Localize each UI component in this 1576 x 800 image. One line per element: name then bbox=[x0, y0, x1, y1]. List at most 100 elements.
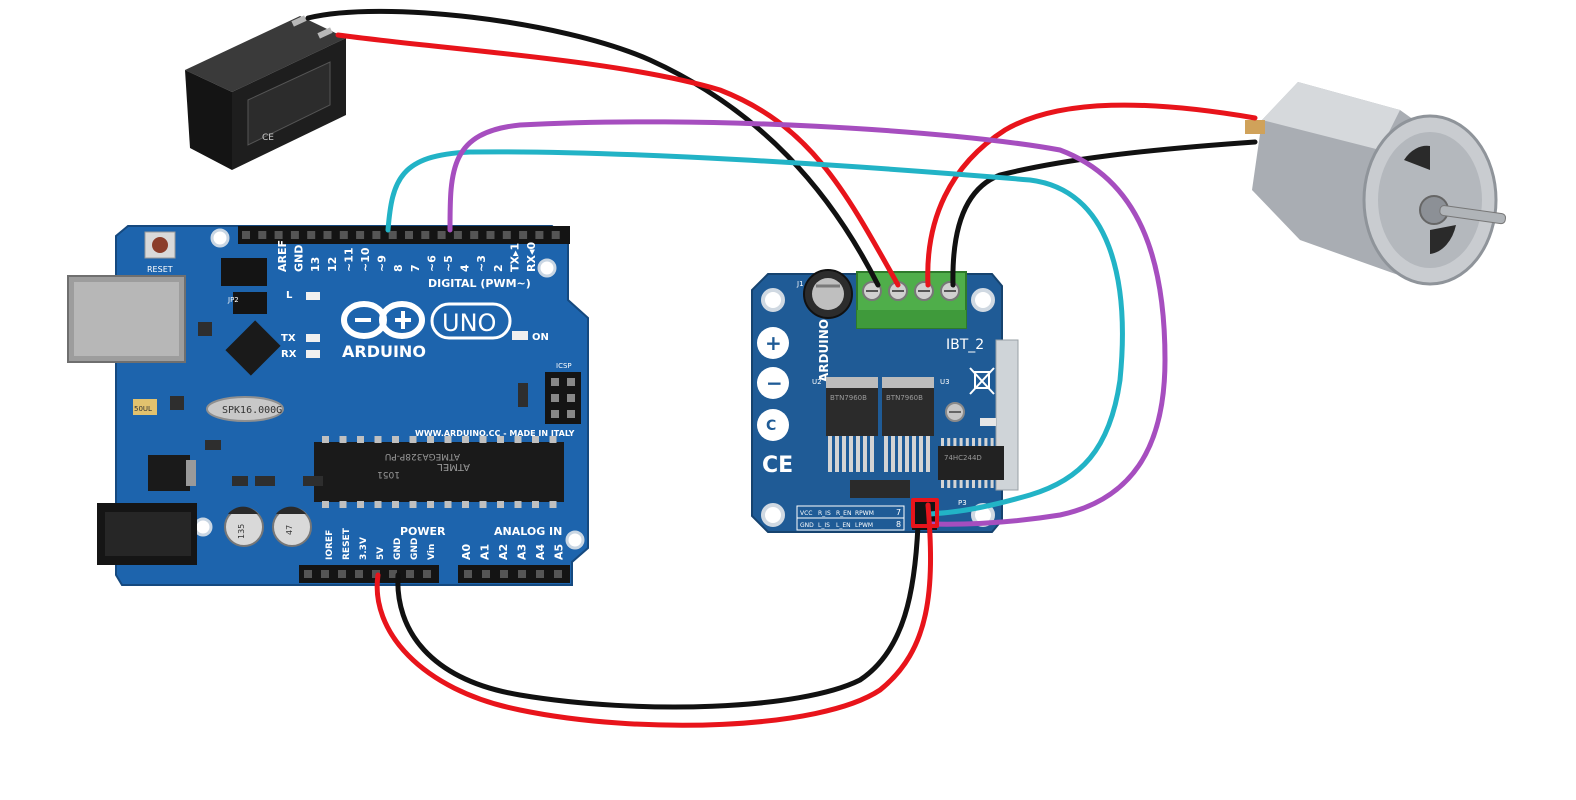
arduino-website-text: WWW.ARDUINO.CC - MADE IN ITALY bbox=[415, 429, 575, 438]
svg-text:ICSP: ICSP bbox=[556, 362, 572, 370]
weee-icon bbox=[969, 367, 995, 395]
arduino-model-text: UNO bbox=[442, 309, 496, 337]
wire-5v-red bbox=[374, 502, 933, 728]
svg-text:TX: TX bbox=[281, 333, 296, 344]
battery-ce-label: CE bbox=[262, 133, 274, 143]
digital-pin-label: ~3 bbox=[475, 255, 488, 272]
ibt2-label: IBT_2 bbox=[946, 337, 984, 353]
power-pin-label: GND bbox=[410, 538, 420, 560]
driver-pin-label: LPWM bbox=[855, 522, 873, 529]
wire-motor-red bbox=[925, 102, 1258, 288]
atmega328-chip: ATMEL ATMEGA328P-PU 1051 bbox=[314, 436, 564, 508]
capacitor-1: 135 bbox=[224, 506, 264, 547]
svg-text:ATMEGA328P-PU: ATMEGA328P-PU bbox=[385, 451, 460, 461]
analog-pin-label: A1 bbox=[479, 544, 492, 560]
icsp-header bbox=[545, 372, 581, 424]
svg-text:ATMEL: ATMEL bbox=[437, 461, 470, 472]
svg-text:−: − bbox=[766, 371, 783, 395]
svg-text:1051: 1051 bbox=[377, 469, 400, 479]
digital-pin-label: 7 bbox=[409, 264, 422, 272]
digital-pin-label: 2 bbox=[492, 264, 505, 272]
driver-capacitor bbox=[803, 269, 853, 319]
svg-text:SPK16.000G: SPK16.000G bbox=[222, 405, 282, 416]
svg-text:P3: P3 bbox=[958, 499, 967, 507]
power-header-label: POWER bbox=[400, 525, 446, 538]
power-pin-label: 3.3V bbox=[359, 537, 369, 560]
dc-motor bbox=[1245, 82, 1507, 286]
digital-pin-label: TX▸1 bbox=[508, 243, 521, 272]
digital-header-pins bbox=[242, 231, 560, 239]
analog-pin-label: A5 bbox=[553, 544, 566, 560]
power-pin-label: IOREF bbox=[325, 530, 335, 560]
driver-pin-label: RPWM bbox=[855, 510, 874, 517]
digital-header-label: DIGITAL (PWM~) bbox=[428, 277, 531, 290]
svg-text:BTN7960B: BTN7960B bbox=[886, 394, 923, 402]
svg-text:+: + bbox=[765, 331, 782, 355]
svg-text:J1: J1 bbox=[796, 280, 804, 288]
power-header bbox=[299, 565, 439, 583]
svg-text:8: 8 bbox=[896, 520, 901, 529]
driver-pin-label: R_IS bbox=[818, 510, 831, 517]
digital-pin-label: RX◂0 bbox=[525, 242, 538, 272]
analog-pin-label: A0 bbox=[460, 543, 473, 560]
svg-text:50UL: 50UL bbox=[134, 405, 152, 413]
motor-power-terminal bbox=[856, 271, 967, 329]
digital-pin-label: GND bbox=[293, 245, 306, 272]
driver-pin-table: VCC R_IS R_EN RPWM GND L_IS L_EN LPWM 7 8 bbox=[796, 505, 905, 531]
wire-battery-positive bbox=[335, 32, 901, 288]
digital-header bbox=[238, 226, 570, 244]
digital-pin-label: AREF bbox=[276, 240, 289, 272]
svg-text:C: C bbox=[766, 418, 776, 434]
svg-text:47: 47 bbox=[285, 525, 294, 535]
wire-battery-negative bbox=[305, 8, 881, 288]
svg-text:CE: CE bbox=[762, 453, 793, 478]
svg-text:ARDUINO: ARDUINO bbox=[817, 319, 831, 382]
digital-pin-label: ~9 bbox=[376, 255, 389, 272]
btn7960b-chip-2: BTN7960B bbox=[882, 377, 934, 472]
analog-pin-label: A4 bbox=[534, 543, 547, 560]
analog-pin-labels: A0 A1 A2 A3 A4 A5 bbox=[460, 543, 566, 560]
driver-pin-label: VCC bbox=[800, 510, 812, 517]
analog-header bbox=[458, 565, 570, 583]
icsp-pins bbox=[551, 378, 575, 418]
svg-text:U2: U2 bbox=[812, 378, 822, 386]
driver-pin-label: R_EN bbox=[836, 510, 851, 517]
svg-text:L: L bbox=[286, 290, 293, 301]
svg-text:ON: ON bbox=[532, 332, 549, 343]
battery: CE bbox=[185, 15, 346, 170]
74hc244d-chip: 74HC244D bbox=[938, 438, 1004, 488]
wire-motor-black bbox=[950, 139, 1258, 288]
driver-pin-label: L_EN bbox=[836, 522, 851, 529]
wire-pwm-cyan bbox=[385, 149, 1125, 517]
driver-pin-label: L_IS bbox=[818, 522, 830, 529]
svg-text:BTN7960B: BTN7960B bbox=[830, 394, 867, 402]
svg-text:74HC244D: 74HC244D bbox=[944, 454, 982, 462]
svg-text:U3: U3 bbox=[940, 378, 950, 386]
svg-text:JP2: JP2 bbox=[227, 296, 239, 304]
arduino-logo bbox=[341, 301, 425, 339]
capacitor-2: 47 bbox=[272, 506, 312, 547]
analog-pin-label: A3 bbox=[516, 544, 529, 560]
svg-text:RESET: RESET bbox=[147, 265, 173, 274]
motor-shaft bbox=[1439, 205, 1507, 225]
digital-pin-label: ~5 bbox=[442, 255, 455, 272]
wire-pwm-purple bbox=[447, 119, 1168, 527]
analog-pin-label: A2 bbox=[497, 544, 510, 560]
digital-pin-label: ~6 bbox=[425, 255, 438, 272]
driver-logo-strip: + − C ARDUINO CE bbox=[757, 319, 831, 478]
crystal-oscillator bbox=[206, 396, 284, 422]
digital-pin-label: 8 bbox=[392, 264, 405, 272]
digital-pin-label: 13 bbox=[309, 257, 322, 272]
ibt2-motor-driver: J1 + − C ARDUINO CE IBT_2 U2 U3 bbox=[751, 269, 1019, 533]
arduino-brand-text: ARDUINO bbox=[342, 342, 426, 361]
driver-pin-label: GND bbox=[800, 522, 814, 529]
wires bbox=[305, 8, 1258, 728]
svg-text:7: 7 bbox=[896, 508, 901, 517]
usb-mcu-chip bbox=[225, 320, 281, 376]
power-pin-label: RESET bbox=[342, 527, 352, 560]
btn7960b-chip-1: BTN7960B bbox=[826, 377, 878, 472]
